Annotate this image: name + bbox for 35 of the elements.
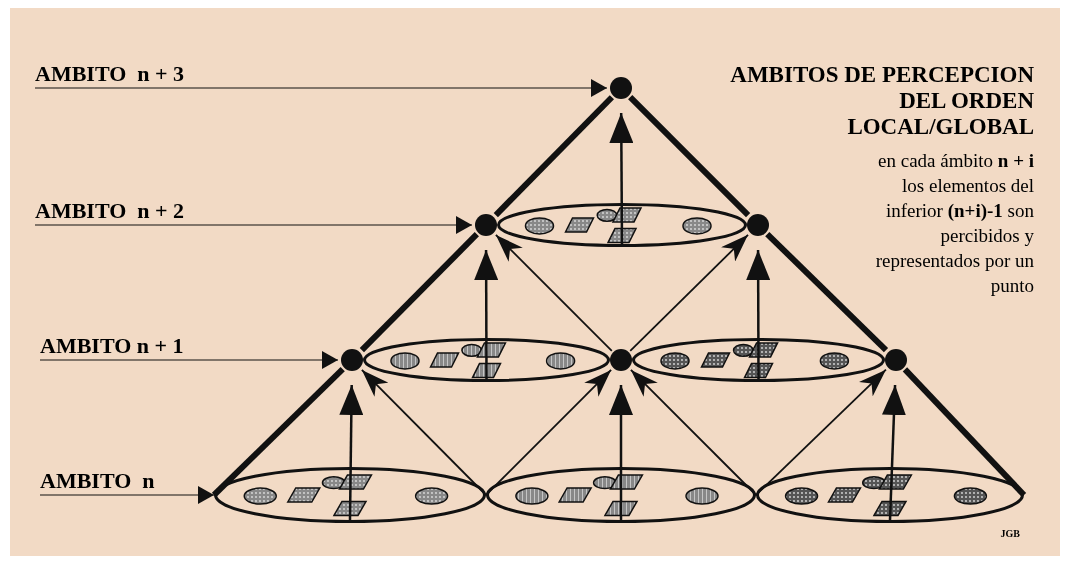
arrow	[339, 385, 364, 520]
ellipse-drawing	[497, 203, 747, 247]
ellipse-drawing	[632, 338, 885, 382]
diagram-title: AMBITOS DE PERCEPCION DEL ORDEN LOCAL/GLOBAL	[729, 62, 1034, 140]
connector-line	[359, 232, 479, 353]
level-label: AMBITO n + 3	[35, 60, 185, 88]
arrow	[609, 385, 633, 520]
connector-line	[211, 366, 345, 498]
connector-line	[493, 95, 614, 218]
arrow	[495, 234, 613, 352]
arrow	[755, 368, 887, 496]
connector-line	[765, 231, 889, 353]
arrow	[746, 250, 771, 379]
level-label: AMBITO n + 2	[35, 197, 185, 225]
ellipse-drawing	[756, 467, 1024, 523]
ellipse-drawing	[486, 467, 756, 523]
arrow	[629, 233, 749, 352]
arrow	[39, 486, 215, 504]
explanation-text: en cada ámbito n + i los elementos del inferior (n+i)-1 son percibidos y representados por un punto	[874, 149, 1034, 298]
arrow	[609, 113, 634, 244]
connector-line	[628, 95, 751, 218]
ellipse-drawing	[214, 467, 486, 523]
ellipse-drawing	[363, 338, 610, 382]
arrow	[34, 79, 608, 97]
connector-line	[902, 367, 1027, 498]
arrow	[360, 369, 487, 496]
arrow	[474, 250, 499, 379]
level-label: AMBITO n + 1	[40, 332, 184, 360]
arrow	[34, 216, 473, 234]
arrow	[485, 369, 612, 496]
level-label: AMBITO n	[40, 467, 155, 495]
author-initials: JGB	[1000, 527, 1020, 541]
arrow	[39, 351, 339, 369]
arrow	[881, 384, 906, 521]
arrow	[630, 369, 757, 496]
